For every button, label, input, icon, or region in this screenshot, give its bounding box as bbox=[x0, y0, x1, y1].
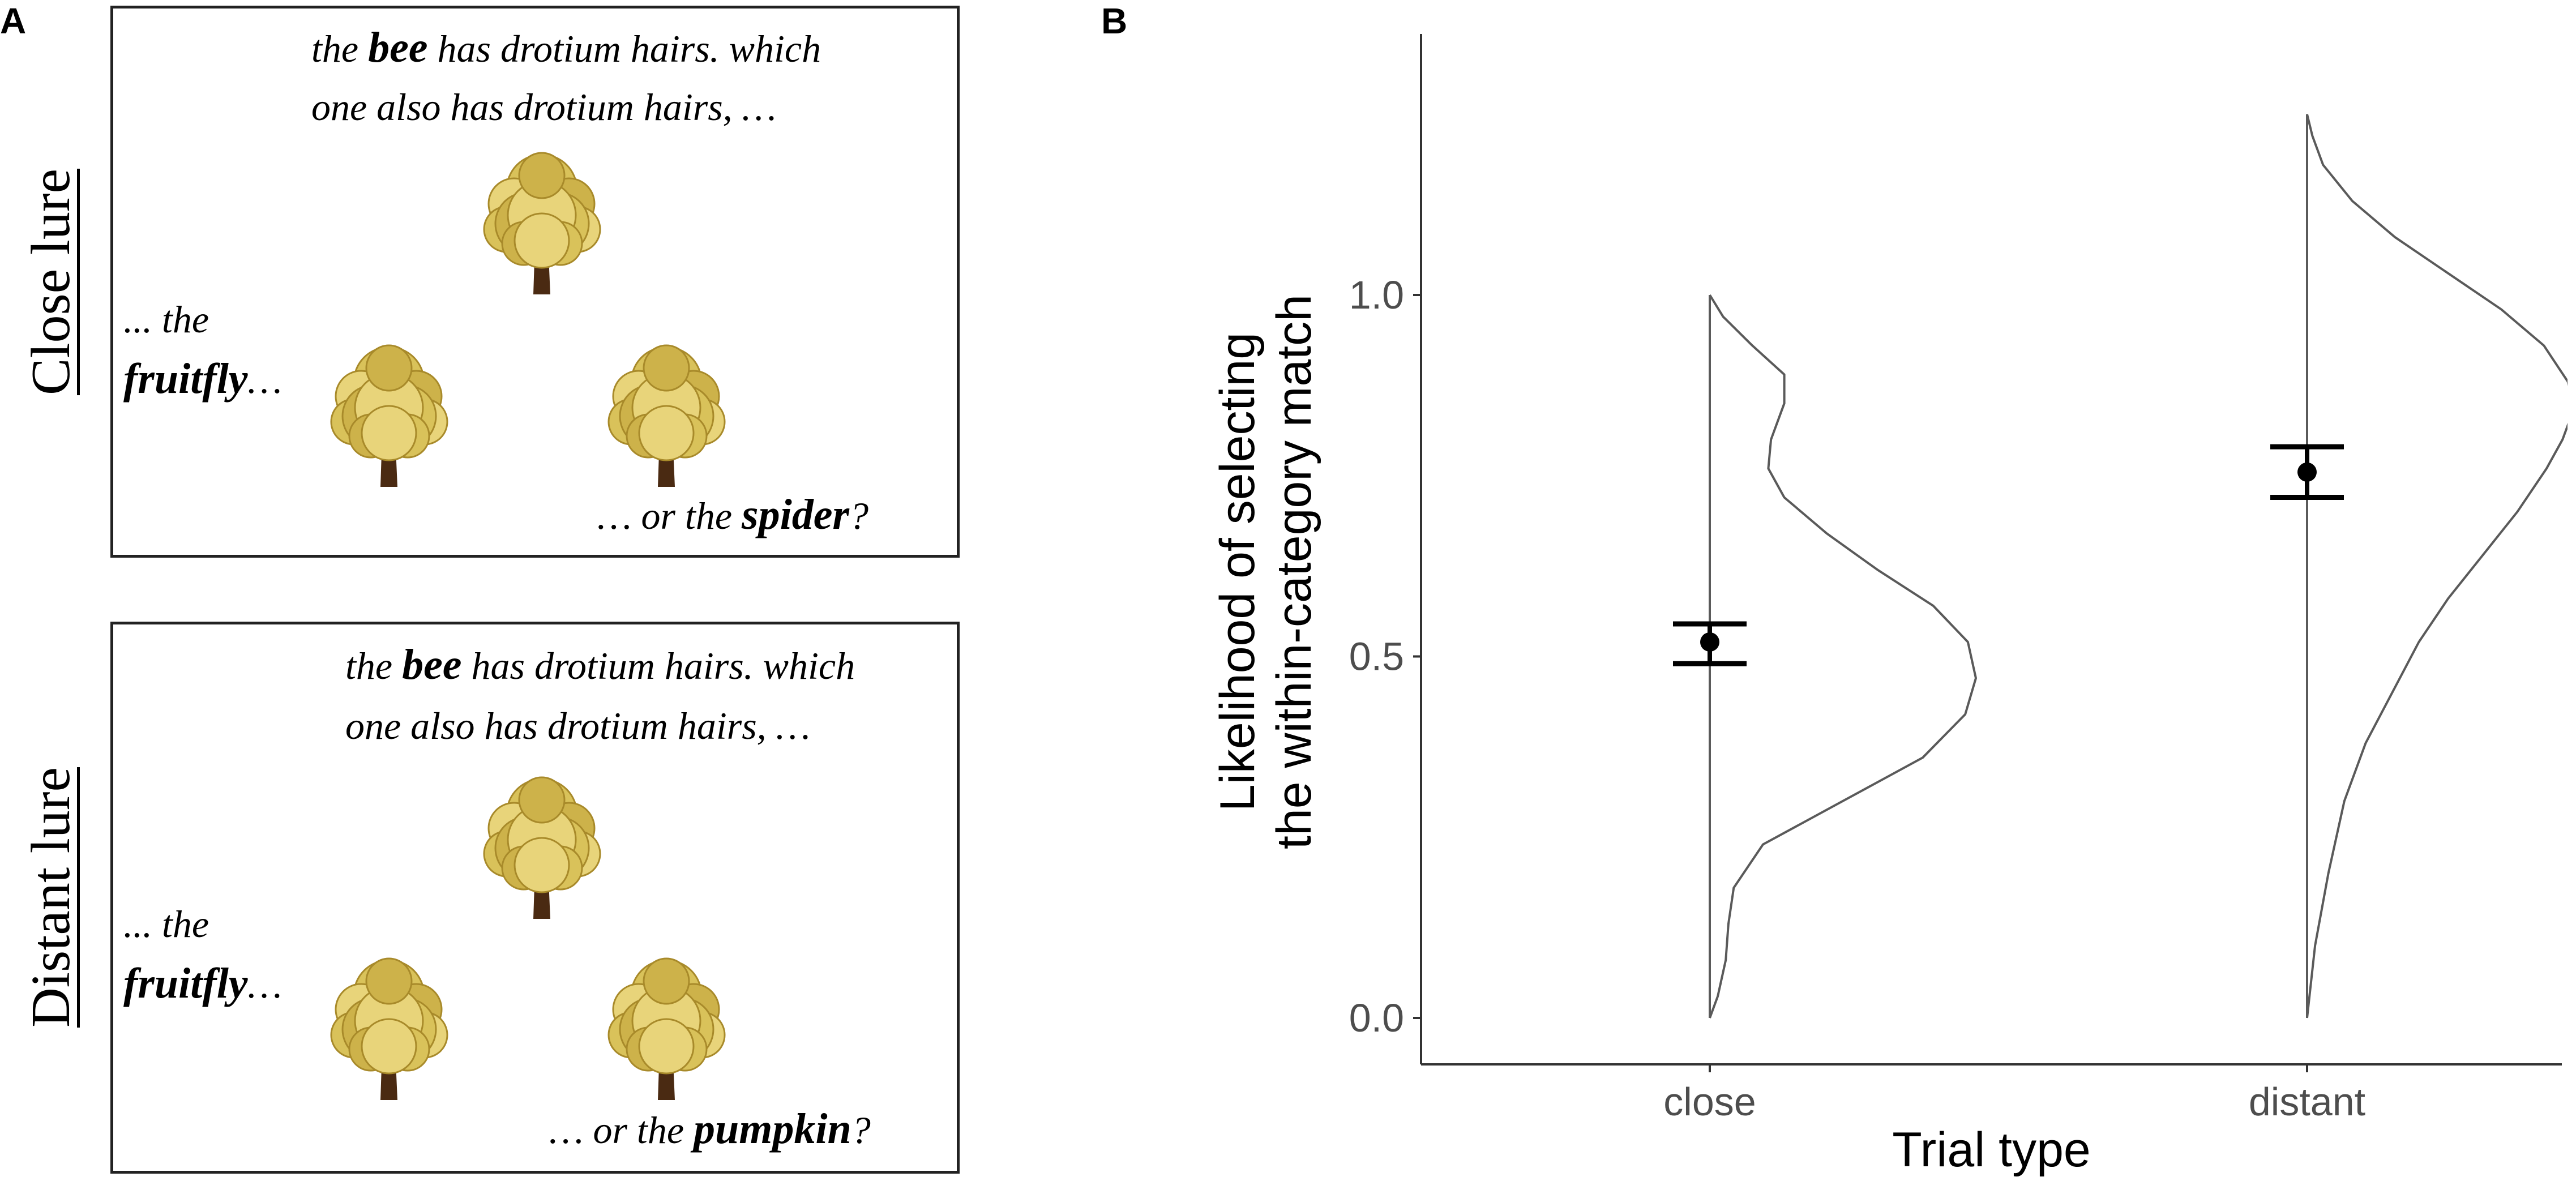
lure-word: pumpkin bbox=[694, 1105, 851, 1153]
target-word: bee bbox=[368, 24, 428, 71]
tree-icon bbox=[328, 956, 450, 1103]
violin-outline-distant bbox=[2306, 113, 2568, 1019]
y-tick-label: 0.5 bbox=[1349, 635, 1404, 679]
close-lure-label: Close lure bbox=[20, 168, 82, 396]
tree-icon bbox=[606, 343, 728, 490]
y-axis-title-line: the within-category match bbox=[1267, 294, 1321, 849]
x-axis-title: Trial type bbox=[1892, 1123, 2090, 1177]
x-tick-label: close bbox=[1663, 1080, 1756, 1124]
tree-icon bbox=[481, 775, 603, 922]
bottom-prompt: … or the pumpkin? bbox=[549, 1105, 871, 1153]
tree-foliage bbox=[643, 344, 690, 392]
tree-foliage bbox=[518, 776, 566, 824]
y-axis-title: Likelihood of selectingthe within-catego… bbox=[1210, 294, 1321, 849]
tree-foliage bbox=[514, 212, 570, 269]
panel-a-letter: A bbox=[0, 1, 27, 41]
prompt-line-2: one also has drotium hairs, … bbox=[311, 85, 777, 129]
prompt-line-1: the bee has drotium hairs. which bbox=[311, 24, 821, 71]
close-lure-trial: the bee has drotium hairs. which one als… bbox=[110, 6, 960, 558]
prompt-line-2: one also has drotium hairs, … bbox=[345, 704, 811, 747]
distant-lure-label: Distant lure bbox=[20, 767, 82, 1028]
tree-foliage bbox=[514, 837, 570, 893]
mean-point-close bbox=[1700, 632, 1719, 652]
tree-icon bbox=[328, 343, 450, 490]
left-prompt-line-1: ... the bbox=[123, 298, 209, 341]
distant-lure-trial: the bee has drotium hairs. which one als… bbox=[110, 622, 960, 1174]
left-prompt-line-2: fruitfly… bbox=[123, 355, 283, 403]
match-word: fruitfly bbox=[123, 960, 248, 1007]
violin-outline-close bbox=[1709, 294, 1977, 1019]
prompt-line-1: the bee has drotium hairs. which bbox=[345, 641, 855, 688]
tree-foliage bbox=[365, 957, 413, 1005]
left-prompt-line-2: fruitfly… bbox=[123, 960, 283, 1007]
tree-foliage bbox=[365, 344, 413, 392]
y-tick-label: 0.0 bbox=[1349, 996, 1404, 1040]
panel-b-letter: B bbox=[1101, 1, 1128, 41]
tree-foliage bbox=[638, 405, 695, 461]
y-axis-title-line: Likelihood of selecting bbox=[1210, 332, 1265, 811]
left-prompt-line-1: ... the bbox=[123, 902, 209, 945]
tree-icon bbox=[606, 956, 728, 1103]
tree-foliage bbox=[361, 405, 417, 461]
tree-foliage bbox=[518, 152, 566, 199]
tree-icon bbox=[481, 150, 603, 297]
y-tick-label: 1.0 bbox=[1349, 273, 1404, 317]
x-tick-label: distant bbox=[2249, 1080, 2365, 1124]
mean-point-distant bbox=[2297, 462, 2317, 482]
tree-foliage bbox=[643, 957, 690, 1005]
tree-foliage bbox=[638, 1018, 695, 1075]
lure-word: spider bbox=[742, 491, 849, 538]
tree-foliage bbox=[361, 1018, 417, 1075]
match-word: fruitfly bbox=[123, 355, 248, 403]
bottom-prompt: … or the spider? bbox=[597, 491, 868, 538]
target-word: bee bbox=[402, 641, 462, 688]
